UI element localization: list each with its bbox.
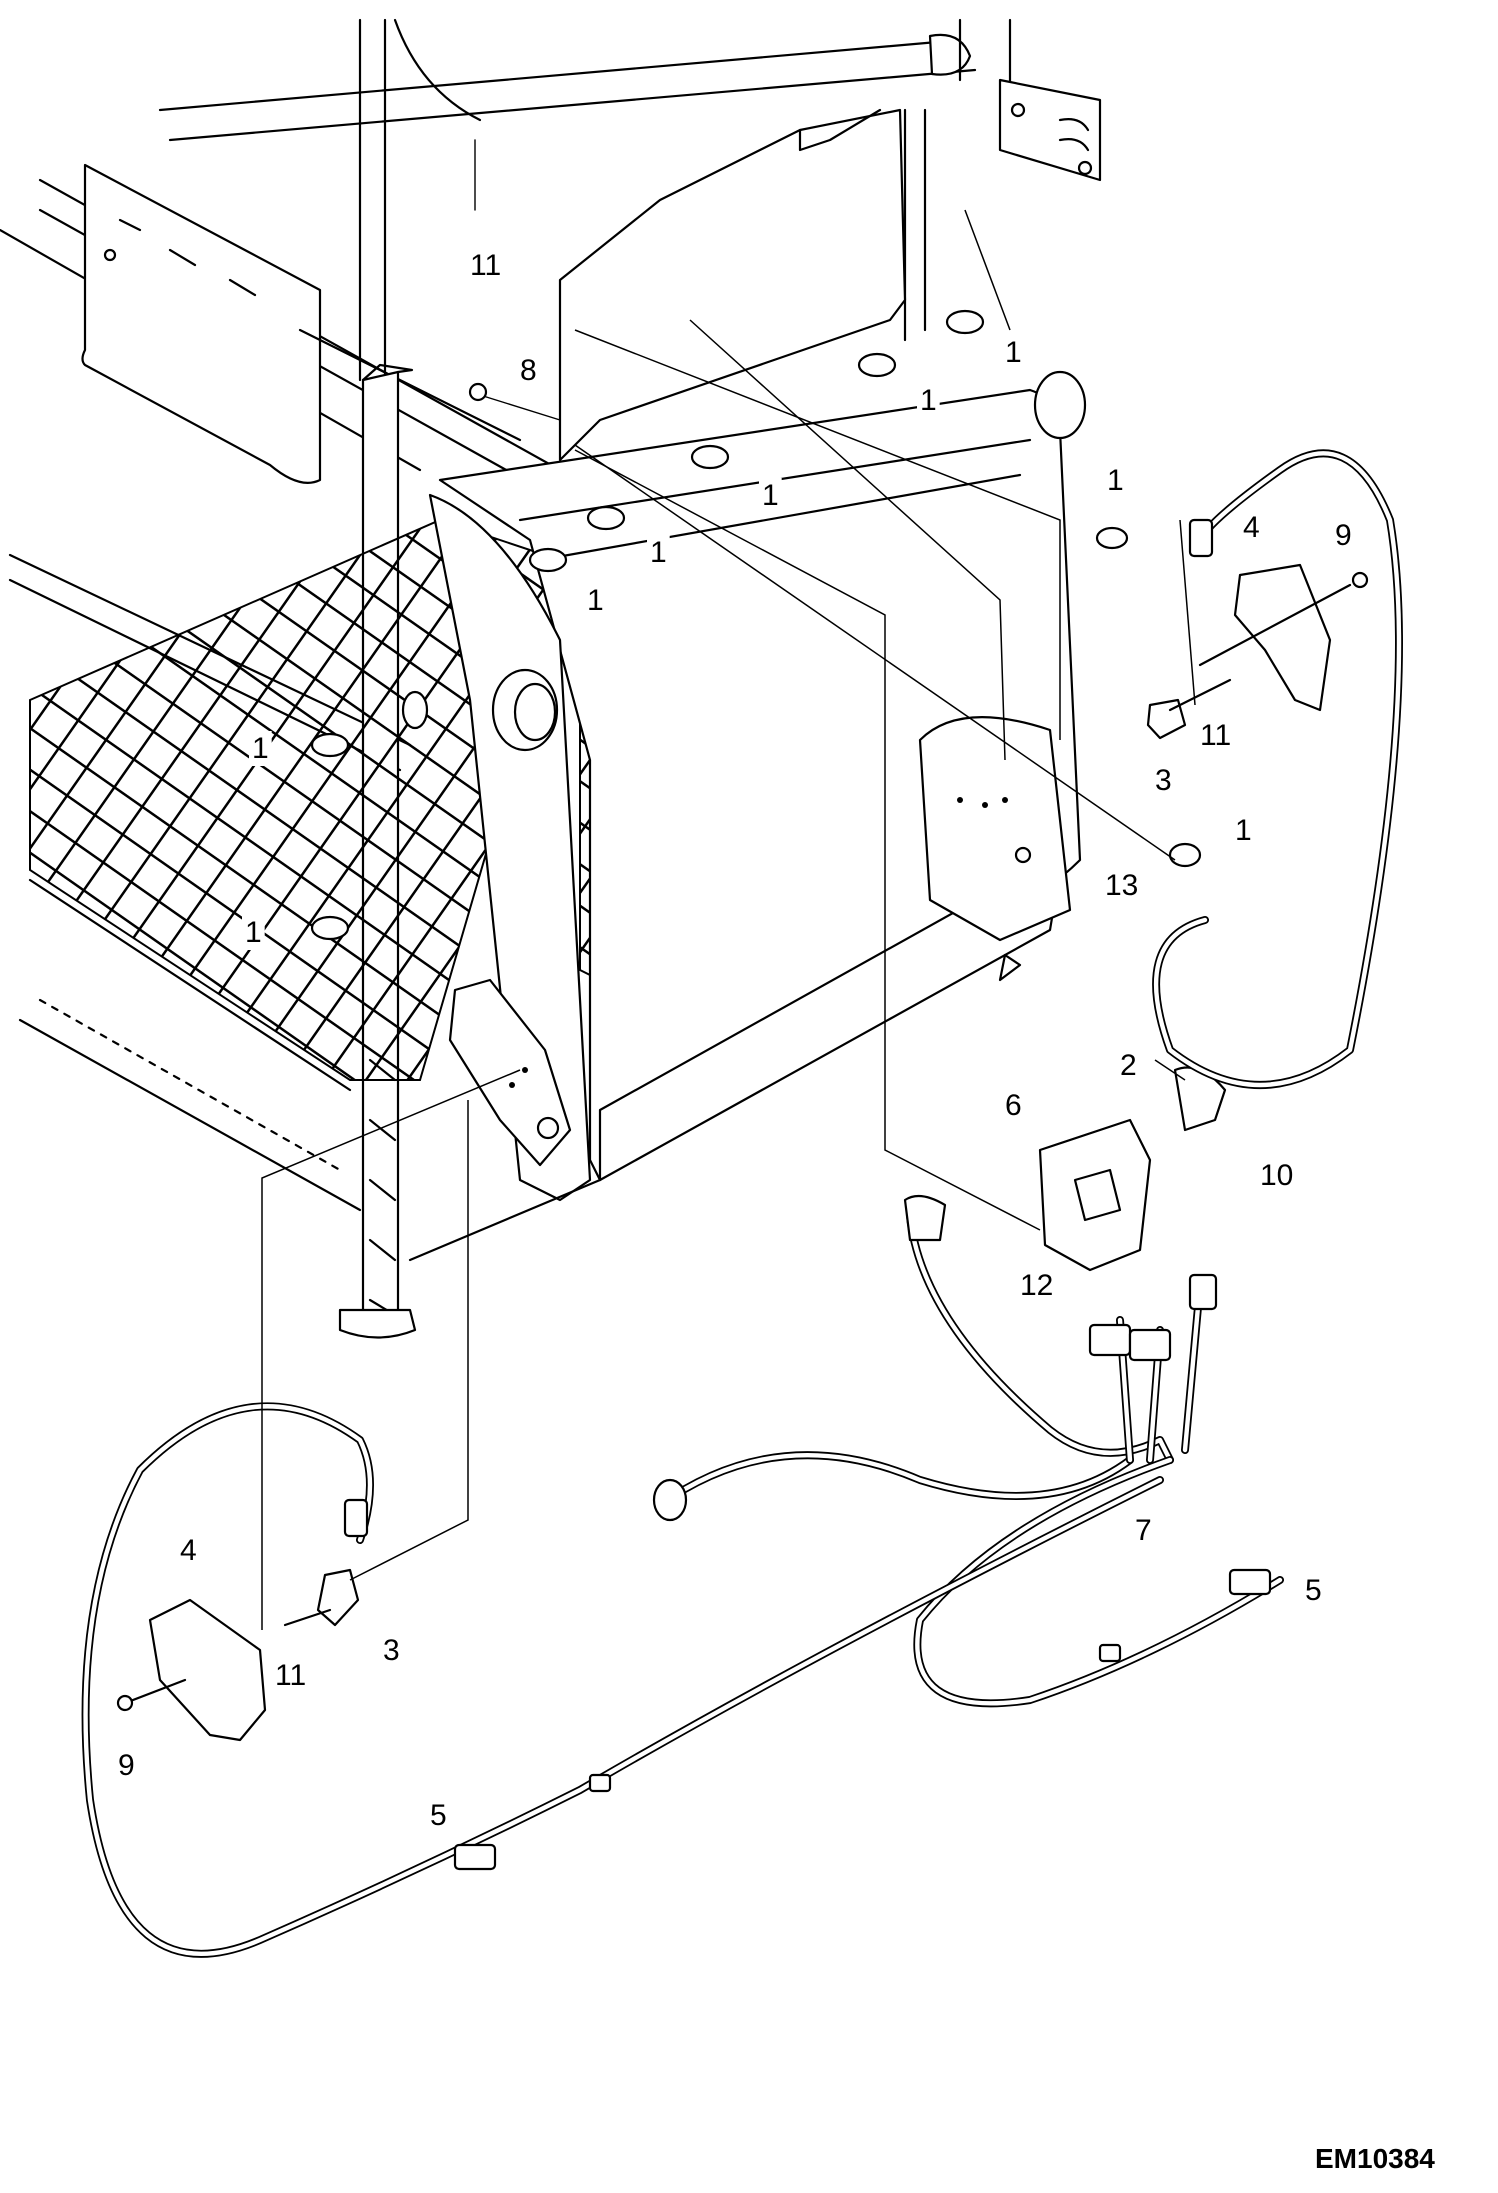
- callout-background: [1002, 1088, 1025, 1123]
- callout-background: [1152, 763, 1175, 798]
- callout-background: [249, 731, 272, 766]
- callout-1: 1: [245, 916, 262, 949]
- callout-background: [759, 478, 782, 513]
- callout-background: [1017, 1268, 1057, 1303]
- callout-1: 1: [1235, 814, 1252, 847]
- callout-9: 9: [1335, 519, 1352, 552]
- callout-background: [647, 535, 670, 570]
- callout-background: [427, 1798, 450, 1833]
- callout-7: 7: [1135, 1514, 1152, 1547]
- callout-11: 11: [275, 1659, 306, 1692]
- callout-background: [380, 1633, 403, 1668]
- wiring-harness: [81, 449, 1403, 1958]
- callout-background: [1197, 718, 1235, 753]
- clamp-1: [945, 309, 985, 335]
- callout-9: 9: [118, 1749, 135, 1782]
- callout-background: [272, 1658, 310, 1693]
- callout-4: 4: [180, 1534, 197, 1567]
- callout-5: 5: [430, 1799, 447, 1832]
- callout-4: 4: [1243, 511, 1260, 544]
- callout-background: [242, 915, 265, 950]
- callout-1: 1: [650, 536, 667, 569]
- callout-background: [1302, 1573, 1325, 1608]
- leader-lines: [261, 209, 1196, 1630]
- callout-background: [584, 583, 607, 618]
- callout-background: [1332, 518, 1355, 553]
- callout-labels: 1 1 1 1 1 1 1 1 1 2 3 3 4 4 5 5 6 7 8 9 …: [115, 248, 1355, 1833]
- callout-background: [1232, 813, 1255, 848]
- callout-2: 2: [1120, 1049, 1137, 1082]
- callout-background: [1257, 1158, 1297, 1193]
- callout-1: 1: [1107, 464, 1124, 497]
- callout-12: 12: [1020, 1269, 1053, 1302]
- callout-background: [1102, 868, 1142, 903]
- callout-background: [467, 248, 505, 283]
- callout-background: [1240, 510, 1263, 545]
- callout-1: 1: [762, 479, 779, 512]
- callout-background: [917, 383, 940, 418]
- callout-1: 1: [252, 732, 269, 765]
- controller-module: [1038, 1066, 1227, 1272]
- callout-8: 8: [520, 354, 537, 387]
- callout-11: 11: [470, 249, 501, 282]
- callout-3: 3: [383, 1634, 400, 1667]
- callout-1: 1: [920, 384, 937, 417]
- drawing-code: EM10384: [1315, 2143, 1435, 2174]
- callout-background: [177, 1533, 200, 1568]
- callout-3: 3: [1155, 764, 1172, 797]
- callout-10: 10: [1260, 1159, 1293, 1192]
- lift-arm-assembly: [408, 108, 1087, 1262]
- callout-background: [517, 353, 540, 388]
- callout-1: 1: [1005, 336, 1022, 369]
- callout-background: [1104, 463, 1127, 498]
- callout-1: 1: [587, 584, 604, 617]
- callout-background: [1132, 1513, 1155, 1548]
- callout-13: 13: [1105, 869, 1138, 902]
- callout-11: 11: [1200, 719, 1231, 752]
- callout-background: [115, 1748, 138, 1783]
- hose-clamps: [310, 309, 1202, 941]
- callout-background: [1002, 335, 1025, 370]
- callout-5: 5: [1305, 1574, 1322, 1607]
- callout-background: [1117, 1048, 1140, 1083]
- sensor-brackets: [116, 139, 1369, 1742]
- callout-6: 6: [1005, 1089, 1022, 1122]
